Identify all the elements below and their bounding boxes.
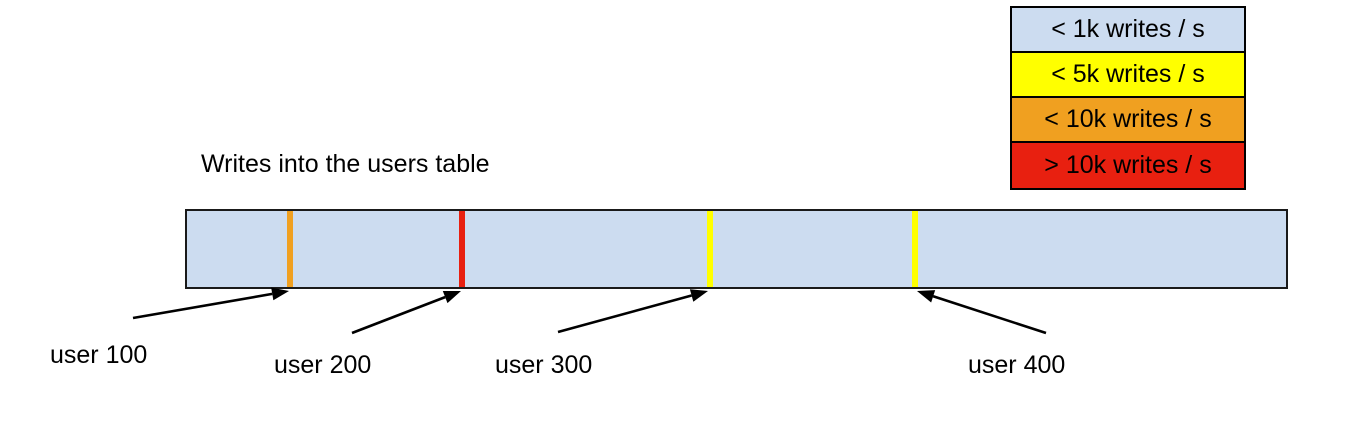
legend-label-2: < 10k writes / s <box>1044 105 1212 133</box>
hotspot-stripe-user-300 <box>707 211 713 287</box>
legend-row-2: < 10k writes / s <box>1012 98 1244 143</box>
hotspot-stripe-user-200 <box>459 211 465 287</box>
hotspot-stripe-user-100 <box>287 211 293 287</box>
legend-label-3: > 10k writes / s <box>1044 151 1212 179</box>
marker-label-user-300: user 300 <box>495 351 593 379</box>
legend-row-3: > 10k writes / s <box>1012 143 1244 188</box>
users-table-range-bar <box>185 209 1288 289</box>
chart-title: Writes into the users table <box>201 150 490 178</box>
legend-row-0: < 1k writes / s <box>1012 8 1244 53</box>
legend-label-0: < 1k writes / s <box>1051 15 1205 43</box>
write-rate-legend: < 1k writes / s < 5k writes / s < 10k wr… <box>1010 6 1246 190</box>
marker-label-user-100: user 100 <box>50 341 148 369</box>
legend-label-1: < 5k writes / s <box>1051 60 1205 88</box>
marker-label-user-200: user 200 <box>274 351 372 379</box>
legend-row-1: < 5k writes / s <box>1012 53 1244 98</box>
marker-label-user-400: user 400 <box>968 351 1066 379</box>
hotspot-stripe-user-400 <box>912 211 918 287</box>
